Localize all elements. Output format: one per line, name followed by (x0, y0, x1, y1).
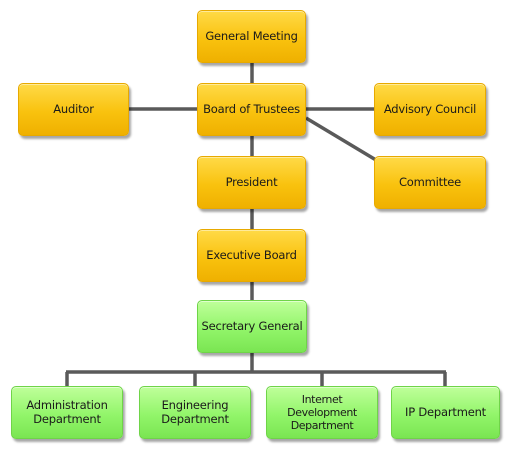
node-engineering-department: Engineering Department (139, 386, 251, 439)
node-president: President (197, 156, 306, 209)
node-executive-board: Executive Board (197, 229, 306, 282)
node-administration-department-label: Administration Department (26, 397, 108, 426)
node-internet-development-department-label: Internet Development Department (287, 392, 357, 433)
connector-board-committee (305, 116, 377, 162)
node-auditor: Auditor (18, 83, 129, 136)
node-internet-development-department: Internet Development Department (266, 386, 378, 439)
node-general-meeting: General Meeting (197, 10, 306, 63)
node-secretary-general-label: Secretary General (201, 318, 303, 333)
node-secretary-general: Secretary General (197, 300, 307, 353)
node-general-meeting-label: General Meeting (205, 28, 298, 43)
node-executive-board-label: Executive Board (206, 247, 297, 262)
node-auditor-label: Auditor (53, 101, 94, 116)
node-engineering-department-label: Engineering Department (161, 397, 229, 426)
node-president-label: President (225, 174, 278, 189)
node-advisory-council-label: Advisory Council (383, 101, 477, 116)
node-ip-department: IP Department (391, 386, 500, 439)
node-committee: Committee (374, 156, 486, 209)
node-board-of-trustees-label: Board of Trustees (203, 101, 300, 116)
node-ip-department-label: IP Department (405, 404, 486, 419)
node-committee-label: Committee (398, 174, 462, 189)
node-administration-department: Administration Department (11, 386, 123, 439)
node-advisory-council: Advisory Council (374, 83, 486, 136)
node-board-of-trustees: Board of Trustees (197, 83, 306, 136)
